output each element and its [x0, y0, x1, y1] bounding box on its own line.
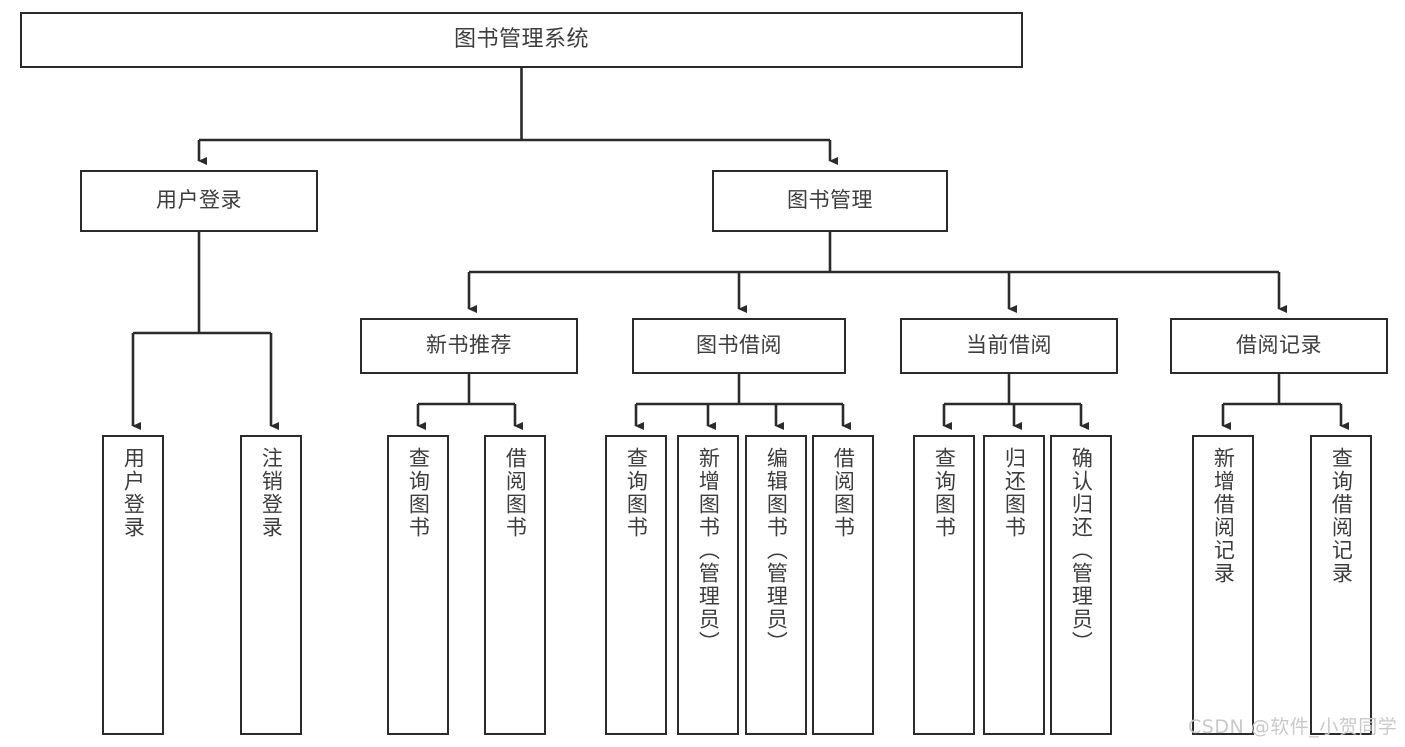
- node-new-book-recommendation[interactable]: 新书推荐: [360, 318, 578, 374]
- leaf-current-confirm-return-admin[interactable]: 确认归还（管理员）: [1050, 435, 1112, 735]
- leaf-record-query-borrow-record[interactable]: 查询借阅记录: [1310, 435, 1372, 735]
- leaf-label: 查询图书: [932, 447, 957, 539]
- leaf-label: 借阅图书: [503, 447, 528, 539]
- leaf-label: 查询图书: [406, 447, 431, 539]
- leaf-borrow-edit-book-admin[interactable]: 编辑图书（管理员）: [745, 435, 807, 735]
- leaf-current-query-book[interactable]: 查询图书: [913, 435, 975, 735]
- csdn-watermark: CSDN @软件_小贺同学: [1188, 716, 1398, 738]
- node-borrowing-record[interactable]: 借阅记录: [1170, 318, 1388, 374]
- leaf-label: 归还图书: [1002, 447, 1027, 539]
- leaf-logout[interactable]: 注销登录: [240, 435, 302, 735]
- leaf-borrow-borrow-book[interactable]: 借阅图书: [812, 435, 874, 735]
- leaf-borrow-query-book[interactable]: 查询图书: [605, 435, 667, 735]
- node-book-borrowing[interactable]: 图书借阅: [632, 318, 846, 374]
- node-root-system[interactable]: 图书管理系统: [20, 12, 1023, 68]
- leaf-recommend-borrow-book[interactable]: 借阅图书: [484, 435, 546, 735]
- leaf-current-return-book[interactable]: 归还图书: [983, 435, 1045, 735]
- leaf-label: 确认归还（管理员）: [1069, 447, 1094, 654]
- leaf-label: 用户登录: [121, 447, 146, 539]
- leaf-record-add-borrow-record[interactable]: 新增借阅记录: [1192, 435, 1254, 735]
- node-current-borrowing[interactable]: 当前借阅: [900, 318, 1118, 374]
- leaf-borrow-add-book-admin[interactable]: 新增图书（管理员）: [677, 435, 739, 735]
- node-user-login[interactable]: 用户登录: [80, 170, 318, 232]
- leaf-label: 新增图书（管理员）: [696, 447, 721, 654]
- leaf-label: 注销登录: [259, 447, 284, 539]
- leaf-label: 查询图书: [624, 447, 649, 539]
- leaf-user-login[interactable]: 用户登录: [102, 435, 164, 735]
- leaf-label: 借阅图书: [831, 447, 856, 539]
- leaf-label: 查询借阅记录: [1329, 447, 1354, 585]
- node-book-management[interactable]: 图书管理: [712, 170, 948, 232]
- leaf-label: 编辑图书（管理员）: [764, 447, 789, 654]
- leaf-label: 新增借阅记录: [1211, 447, 1236, 585]
- leaf-recommend-query-book[interactable]: 查询图书: [387, 435, 449, 735]
